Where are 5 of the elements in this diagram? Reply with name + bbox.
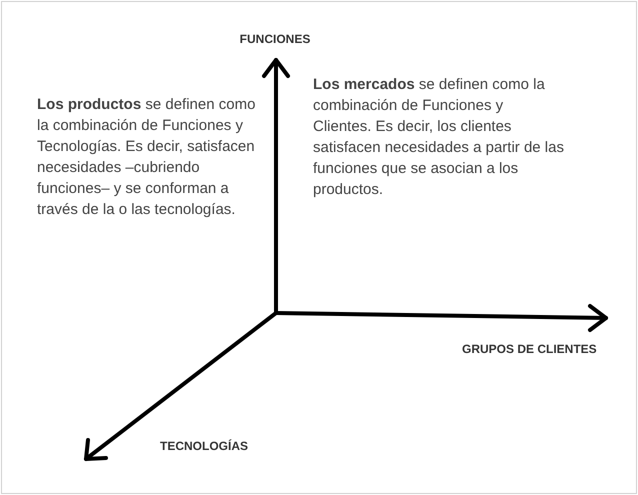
axis-label: GRUPOS DE CLIENTES xyxy=(462,341,598,358)
axis-label: FUNCIONES xyxy=(238,31,312,48)
description-text: Los productos se definen como la combinación de Funciones y Tecnologías. Es decir, satisfacen necesidades –cubriendo funciones– y se conforman a través de la o las tecnologías. xyxy=(37,95,256,220)
description-text: Los mercados se definen como la combinación de Funciones y Clientes. Es decir, los clientes satisfacen necesidades a partir de las funciones que se asocian a los productos. xyxy=(313,75,565,200)
axis-label: TECNOLOGÍAS xyxy=(160,438,250,455)
